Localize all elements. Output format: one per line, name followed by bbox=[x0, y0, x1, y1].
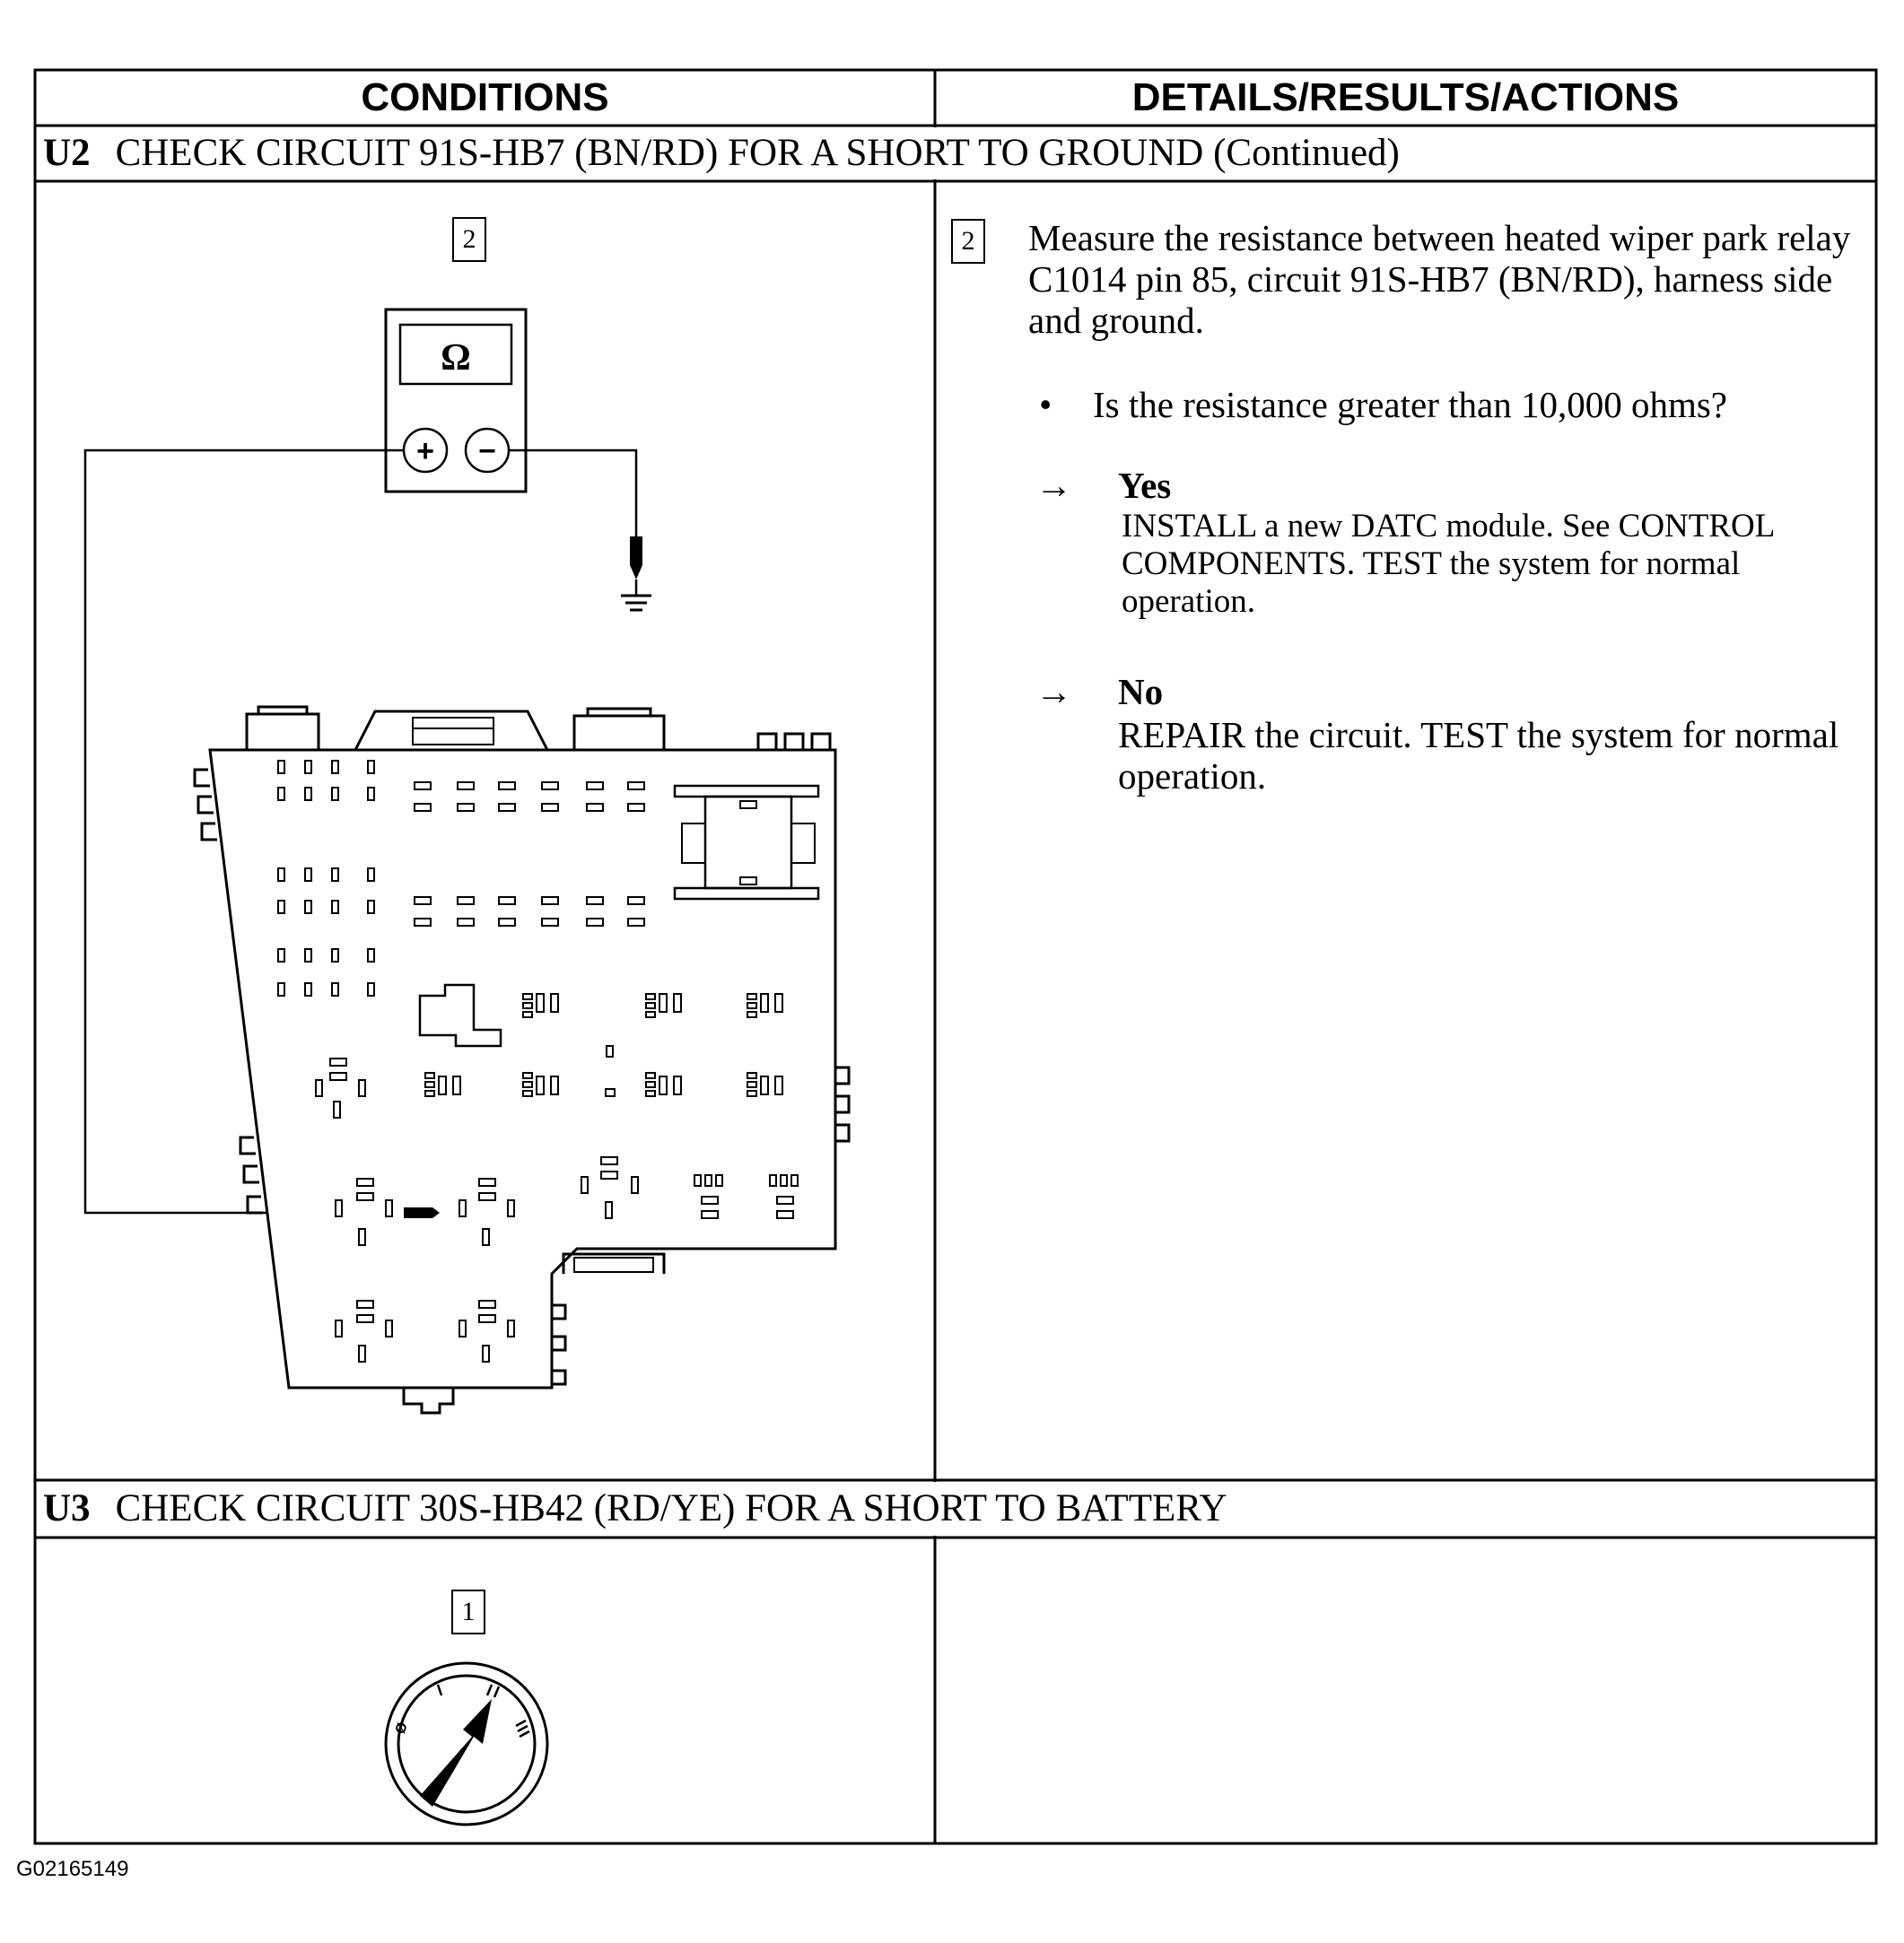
ignition-switch-icon: Ø bbox=[384, 1661, 549, 1826]
step-instruction: Measure the resistance between heated wi… bbox=[1028, 217, 1851, 341]
arrow-icon-no: → bbox=[1035, 671, 1072, 712]
section-code-u2: U2 bbox=[43, 132, 91, 174]
no-action: REPAIR the circuit. TEST the system for … bbox=[1118, 714, 1839, 797]
step-number-box-u3: 1 bbox=[451, 1590, 485, 1634]
meter-plus: + bbox=[416, 434, 434, 468]
meter-minus: − bbox=[478, 434, 496, 468]
step-number-box-left: 2 bbox=[452, 217, 486, 262]
ohm-symbol: Ω bbox=[441, 337, 471, 379]
section-text-u3: CHECK CIRCUIT 30S-HB42 (RD/YE) FOR A SHO… bbox=[115, 1487, 1227, 1529]
multimeter-icon bbox=[384, 308, 528, 493]
header-conditions: CONDITIONS bbox=[361, 75, 609, 119]
no-label: No bbox=[1118, 671, 1164, 712]
probe-icon bbox=[404, 1207, 440, 1218]
fuse-box-diagram: Ω + − bbox=[83, 308, 851, 1415]
figure-id: G02165149 bbox=[16, 1857, 129, 1881]
yes-label: Yes bbox=[1118, 465, 1172, 506]
section-title-u2: U2 CHECK CIRCUIT 91S-HB7 (BN/RD) FOR A SH… bbox=[43, 126, 1400, 180]
bullet-icon: • bbox=[1039, 384, 1052, 425]
section-text-u2: CHECK CIRCUIT 91S-HB7 (BN/RD) FOR A SHOR… bbox=[115, 132, 1400, 174]
ground-icon bbox=[621, 536, 651, 612]
yes-action: INSTALL a new DATC module. See CONTROL C… bbox=[1122, 508, 1774, 620]
header-details: DETAILS/RESULTS/ACTIONS bbox=[1131, 75, 1680, 119]
fuse-box-outline bbox=[193, 705, 851, 1415]
question-text: Is the resistance greater than 10,000 oh… bbox=[1093, 384, 1728, 425]
step-number-box-right: 2 bbox=[951, 219, 985, 264]
section-title-u3: U3 CHECK CIRCUIT 30S-HB42 (RD/YE) FOR A S… bbox=[43, 1482, 1227, 1536]
svg-text:Ø: Ø bbox=[393, 1721, 411, 1737]
arrow-icon-yes: → bbox=[1035, 465, 1072, 506]
section-code-u3: U3 bbox=[43, 1487, 91, 1529]
